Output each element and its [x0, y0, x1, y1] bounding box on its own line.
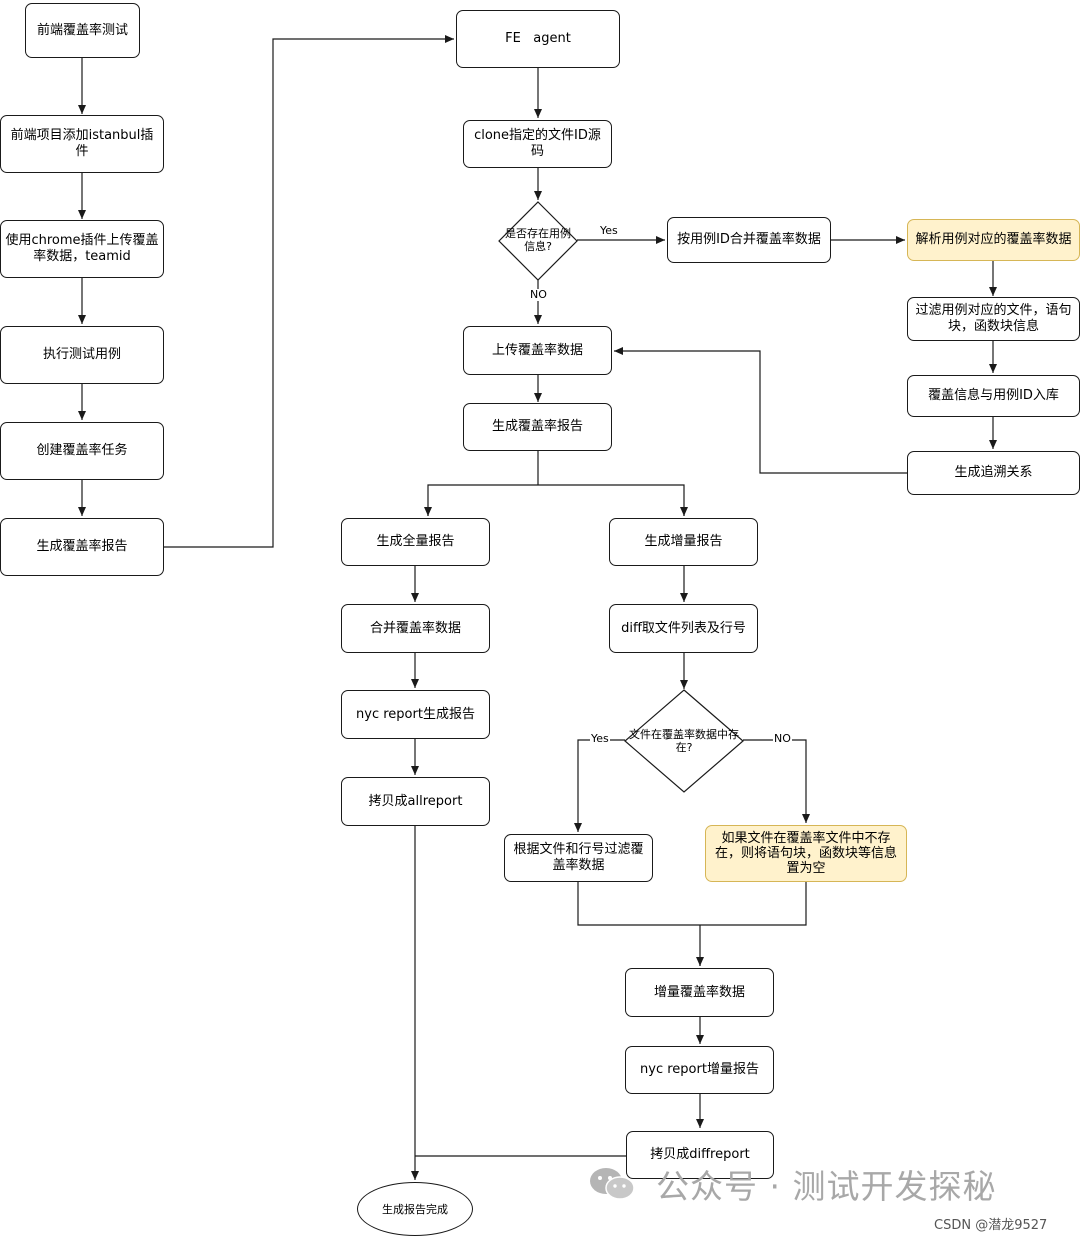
edge-decision2-yes — [574, 739, 625, 832]
node-copy-diff: 拷贝成diffreport — [626, 1131, 774, 1179]
node-create-task: 创建覆盖率任务 — [0, 422, 164, 480]
node-fe-agent: FE agent — [456, 10, 620, 68]
node-merge-cov: 合并覆盖率数据 — [341, 604, 490, 653]
node-empty-if-missing: 如果文件在覆盖率文件中不存在，则将语句块，函数块等信息置为空 — [705, 825, 907, 882]
edge-decision2-no — [743, 739, 810, 823]
label-yes-1: Yes — [599, 224, 619, 237]
label-yes-2: Yes — [590, 732, 610, 745]
node-run-cases: 执行测试用例 — [0, 326, 164, 384]
decision-file-exists — [624, 689, 744, 793]
node-gen-incr: 生成增量报告 — [609, 518, 758, 566]
node-save-case-id: 覆盖信息与用例ID入库 — [907, 375, 1080, 417]
wechat-icon — [588, 1164, 638, 1204]
node-gen-trace: 生成追溯关系 — [907, 451, 1080, 495]
node-upload-cov: 上传覆盖率数据 — [463, 326, 612, 375]
decision-has-case-info — [498, 201, 578, 281]
watermark-text: 公众号 · 测试开发探秘 — [656, 1167, 997, 1206]
node-gen-full: 生成全量报告 — [341, 518, 490, 566]
decision-has-case-info-label: 是否存在用例信息? — [505, 227, 571, 253]
node-parse-case-cov: 解析用例对应的覆盖率数据 — [907, 219, 1080, 261]
node-incr-cov: 增量覆盖率数据 — [625, 968, 774, 1017]
node-chrome-upload: 使用chrome插件上传覆盖率数据，teamid — [0, 220, 164, 278]
node-copy-all: 拷贝成allreport — [341, 777, 490, 826]
node-gen-report-left: 生成覆盖率报告 — [0, 518, 164, 576]
label-no-1: NO — [529, 288, 548, 301]
watermark: 公众号 · 测试开发探秘 — [588, 1160, 996, 1208]
node-done: 生成报告完成 — [357, 1182, 473, 1236]
node-filter-by-lines: 根据文件和行号过滤覆盖率数据 — [504, 834, 653, 882]
node-nyc-full: nyc report生成报告 — [341, 690, 490, 739]
node-gen-report-mid: 生成覆盖率报告 — [463, 403, 612, 451]
csdn-credit: CSDN @潜龙9527 — [934, 1218, 1048, 1233]
node-add-istanbul: 前端项目添加istanbul插件 — [0, 115, 164, 173]
edge-report-branch — [427, 451, 685, 516]
node-diff-files: diff取文件列表及行号 — [609, 604, 758, 653]
edge-join — [577, 882, 807, 966]
node-clone-source: clone指定的文件ID源码 — [463, 120, 612, 168]
label-no-2: NO — [773, 732, 792, 745]
edge-report-to-agent — [163, 35, 454, 548]
node-start-test: 前端覆盖率测试 — [25, 3, 140, 58]
node-nyc-incr: nyc report增量报告 — [625, 1046, 774, 1094]
node-filter-case-files: 过滤用例对应的文件，语句块，函数块信息 — [907, 297, 1080, 341]
decision-file-exists-label: 文件在覆盖率数据中存在? — [629, 728, 739, 754]
node-merge-by-case: 按用例ID合并覆盖率数据 — [667, 217, 831, 263]
edge-trace-to-upload — [614, 347, 907, 474]
